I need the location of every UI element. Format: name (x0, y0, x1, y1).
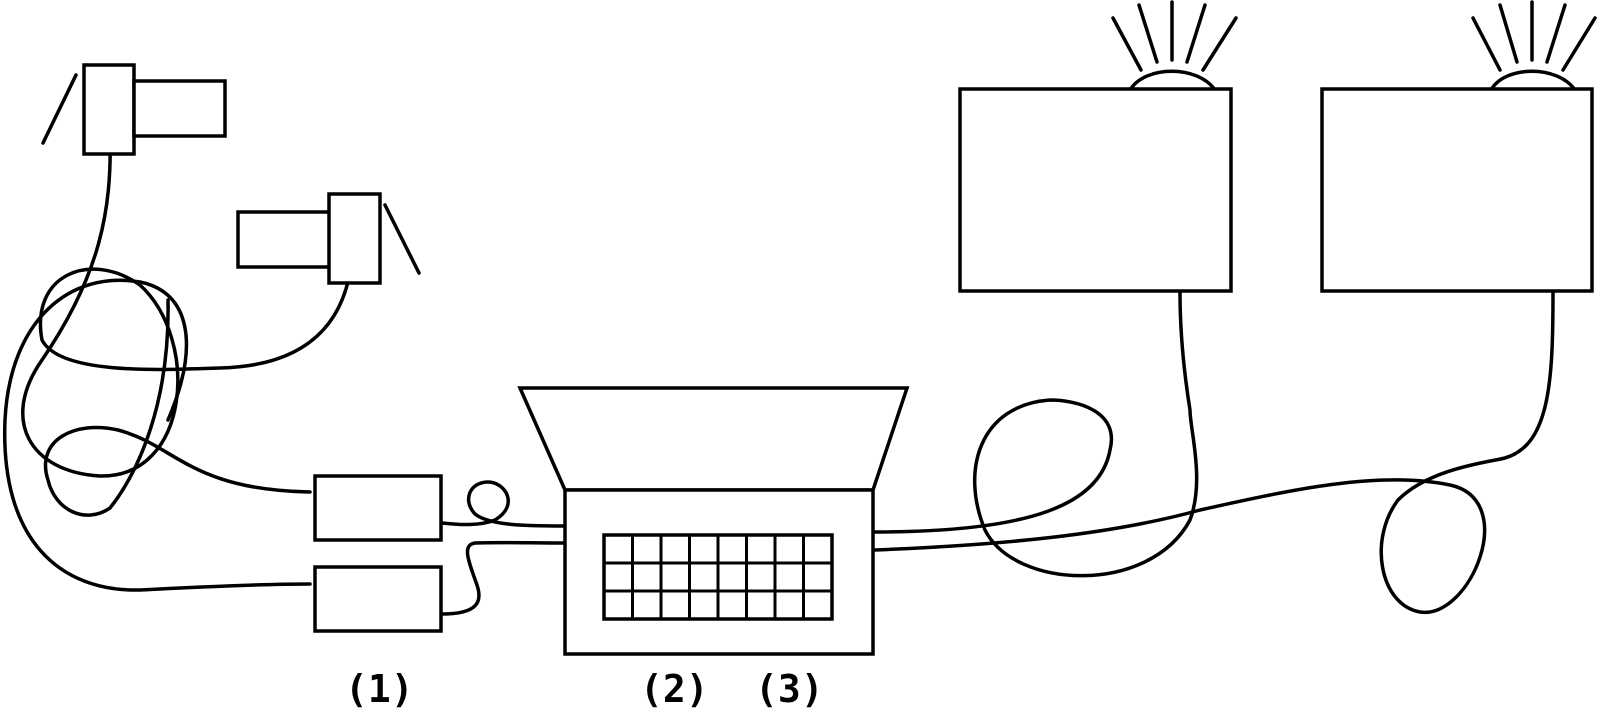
laptop-to-display-1-cable (872, 290, 1199, 578)
label-2: (2) (640, 667, 709, 710)
laptop (517, 386, 910, 656)
display-2-lamp-ray (1545, 3, 1567, 64)
display-1-lamp (1128, 69, 1217, 92)
laptop-screen (517, 386, 910, 492)
display-2-lamp-ray (1561, 16, 1597, 72)
display-2-lamp-ray (1498, 3, 1519, 64)
camera-2-body (327, 192, 382, 285)
display-1-lamp-ray (1137, 3, 1159, 64)
camera-2-lens (236, 210, 332, 269)
converter-box-lower (313, 565, 443, 633)
laptop-to-display-2-cable (872, 290, 1555, 614)
keyboard-key (802, 589, 834, 621)
display-2-lamp (1489, 69, 1577, 92)
camera-1-body (82, 63, 136, 156)
camera-2-cable-outer (3, 278, 312, 592)
camera-2 (236, 192, 421, 285)
camera-2-cable (43, 298, 312, 517)
display-2-lamp-ray (1471, 16, 1502, 72)
converter-boxes (313, 474, 443, 633)
display-1 (958, 0, 1238, 293)
display-1-lamp-ray (1111, 16, 1143, 72)
label-3: (3) (755, 667, 824, 710)
converter-2-to-laptop-cable (440, 540, 566, 616)
camera-1 (41, 63, 227, 156)
cables (3, 133, 1555, 616)
converter-1-to-laptop-cable (440, 480, 566, 528)
camera-2-mount-arm (383, 203, 421, 275)
camera-1-cable (21, 133, 354, 478)
camera-1-lens (132, 79, 227, 138)
label-1: (1) (345, 667, 414, 710)
display-2 (1320, 0, 1597, 293)
camera-1-mount-arm (41, 73, 78, 145)
display-2-screen (1320, 87, 1594, 293)
display-1-lamp-ray (1185, 3, 1207, 64)
display-1-screen (958, 87, 1233, 293)
converter-box-upper (313, 474, 443, 542)
labels: (1) (2) (3) (345, 667, 824, 710)
display-1-lamp-ray (1201, 16, 1238, 72)
laptop-keyboard (602, 533, 834, 621)
